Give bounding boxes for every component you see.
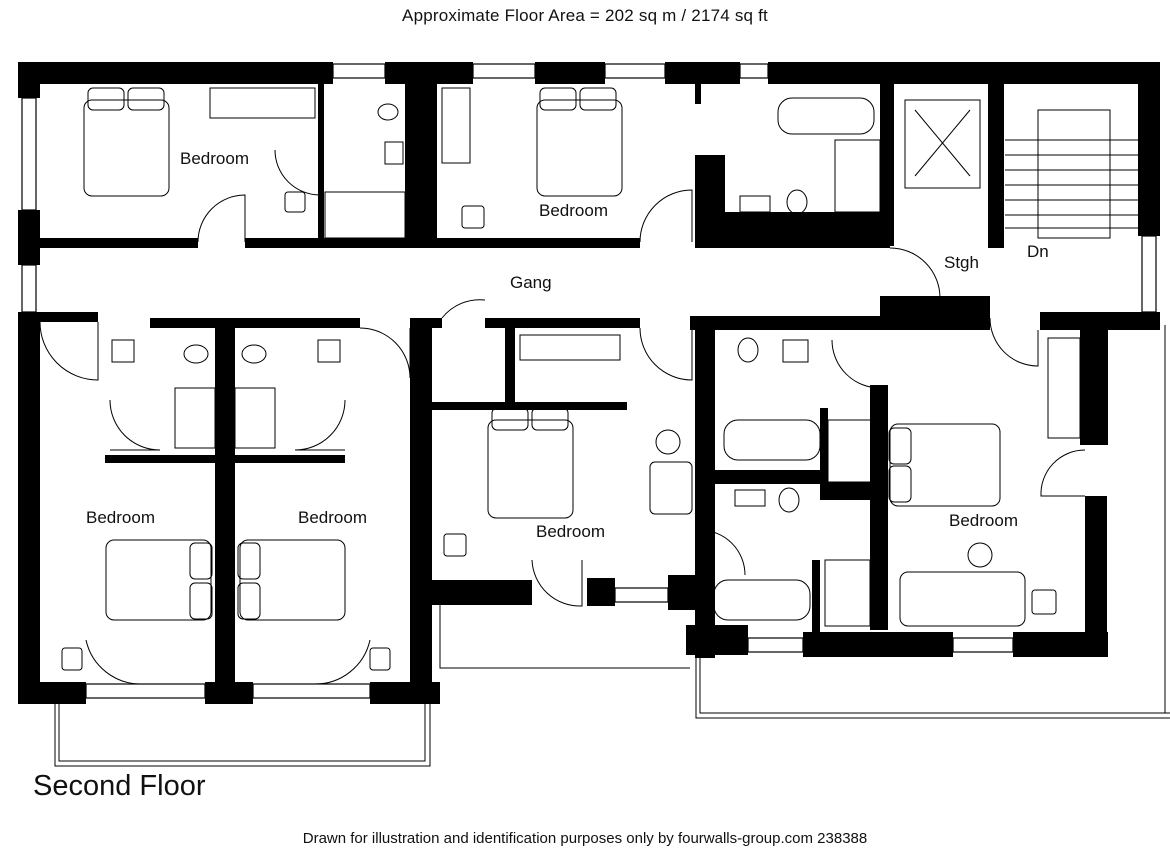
room-label-bedroom-right: Bedroom bbox=[949, 511, 1018, 530]
room-label-bedroom-lower-left-2: Bedroom bbox=[298, 508, 367, 527]
windows bbox=[21, 63, 1157, 699]
room-labels: Bedroom Bedroom Bedroom Bedroom Bedroom … bbox=[86, 149, 1049, 541]
room-label-bedroom-centre: Bedroom bbox=[536, 522, 605, 541]
furniture bbox=[61, 87, 1138, 671]
floor-area-title: Approximate Floor Area = 202 sq m / 2174… bbox=[402, 6, 768, 25]
room-label-bedroom-top-left: Bedroom bbox=[180, 149, 249, 168]
room-label-bedroom-top-middle: Bedroom bbox=[539, 201, 608, 220]
room-label-hallway: Gang bbox=[510, 273, 552, 292]
room-label-bedroom-lower-left: Bedroom bbox=[86, 508, 155, 527]
room-label-storage: Stgh bbox=[944, 253, 979, 272]
footer-credit: Drawn for illustration and identificatio… bbox=[302, 830, 868, 847]
room-label-stairs-down: Dn bbox=[1027, 242, 1049, 261]
door-swings bbox=[39, 149, 1086, 685]
floor-name: Second Floor bbox=[33, 770, 206, 802]
balconies bbox=[54, 325, 1170, 767]
walls bbox=[18, 62, 1160, 704]
